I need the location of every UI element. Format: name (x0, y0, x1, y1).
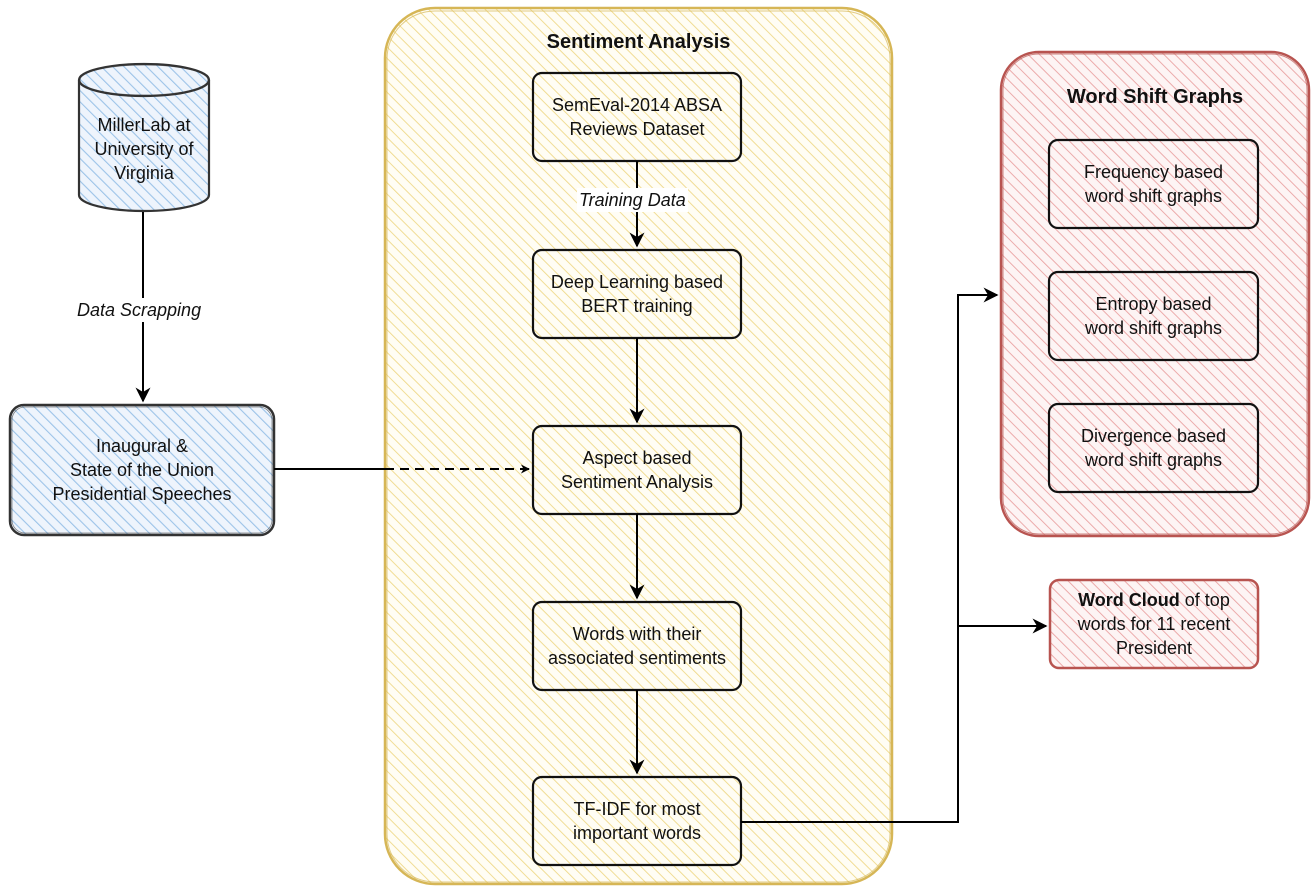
word-cloud-node: Word Cloud of top words for 11 recent Pr… (1050, 580, 1258, 668)
word-shift-box-shapes (1047, 138, 1260, 494)
word-cloud-line3: President (1115, 638, 1193, 658)
speeches-label-line3: Presidential Speeches (52, 484, 232, 504)
training-data-label: Training Data (577, 188, 688, 212)
word-cloud-bold: Word Cloud (1078, 590, 1180, 610)
edge-tfidf-to-wordshift (741, 287, 999, 823)
words-sentiments-node: Words with their associated sentiments (533, 602, 741, 690)
word-shift-graphs-title: Word Shift Graphs (1066, 86, 1244, 108)
divergence-node: Divergence based word shift graphs (1049, 404, 1258, 492)
database-label-line3: Virginia (114, 163, 174, 183)
bert-line2: BERT training (581, 296, 693, 316)
database-label: MillerLab at University of Virginia (79, 100, 209, 198)
absa-line2: Sentiment Analysis (560, 472, 714, 492)
database-label-line1: MillerLab at (97, 115, 191, 135)
absa-node: Aspect based Sentiment Analysis (533, 426, 741, 514)
database-cylinder (77, 62, 211, 213)
entropy-line2: word shift graphs (1084, 318, 1223, 338)
bert-node: Deep Learning based BERT training (533, 250, 741, 338)
semeval-line2: Reviews Dataset (569, 119, 705, 139)
data-scrapping-label: Data Scrapping (75, 298, 204, 322)
frequency-line1: Frequency based (1083, 162, 1224, 182)
word-cloud-line1: Word Cloud of top (1078, 588, 1231, 612)
entropy-node: Entropy based word shift graphs (1049, 272, 1258, 360)
frequency-node: Frequency based word shift graphs (1049, 140, 1258, 228)
sentiment-analysis-title: Sentiment Analysis (546, 31, 731, 53)
absa-line1: Aspect based (582, 448, 692, 468)
word-cloud-rest: of top (1179, 590, 1230, 610)
speeches-label-line1: Inaugural & (95, 436, 189, 456)
divergence-line2: word shift graphs (1084, 450, 1223, 470)
semeval-node: SemEval-2014 ABSA Reviews Dataset (533, 73, 741, 161)
tfidf-line2: important words (572, 823, 702, 843)
tfidf-node: TF-IDF for most important words (533, 777, 741, 865)
word-cloud-box-shape (1048, 578, 1260, 670)
semeval-line1: SemEval-2014 ABSA (551, 95, 723, 115)
tfidf-line1: TF-IDF for most (573, 799, 701, 819)
words-line2: associated sentiments (547, 648, 727, 668)
database-label-line2: University of (94, 139, 194, 159)
word-cloud-line2: words for 11 recent (1077, 614, 1231, 634)
entropy-line1: Entropy based (1095, 294, 1212, 314)
bert-line1: Deep Learning based (550, 272, 724, 292)
speeches-label-line2: State of the Union (69, 460, 215, 480)
divergence-line1: Divergence based (1080, 426, 1227, 446)
frequency-line2: word shift graphs (1084, 186, 1223, 206)
words-line1: Words with their (572, 624, 702, 644)
speeches-label: Inaugural & State of the Union President… (10, 405, 274, 535)
